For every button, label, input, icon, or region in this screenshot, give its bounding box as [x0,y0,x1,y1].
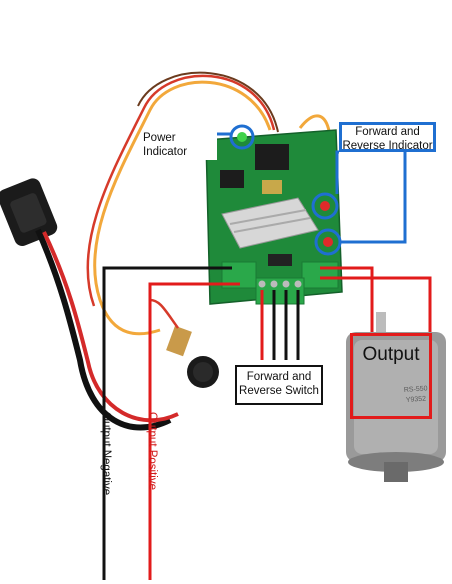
fr-indicator-line-1: Forward and [355,126,420,138]
output-negative-label: Output Negative [100,412,112,496]
forward-led [320,201,330,211]
fr-indicator-leader-2 [340,152,407,244]
fr-indicator-line-2: Reverse Indicator [342,139,433,152]
power-indicator-ring [229,124,255,150]
motor-model-text: RS-550 [404,385,428,394]
output-positive-label: Output Positive [146,412,158,490]
forward-reverse-switch-label: Forward and Reverse Switch [235,365,323,405]
forward-reverse-indicator-label: Forward and Reverse Indicator [339,122,436,152]
power-led [237,132,247,142]
signal-wire-loop-dark [137,71,279,133]
forward-indicator-ring [311,192,339,220]
output-wire-right [320,276,432,334]
signal-wire-loop-red [86,74,276,307]
dc-motor: RS-550 Y9352 [346,312,446,482]
positive-wire [148,282,240,580]
fr-switch-line-1: Forward and [246,371,312,383]
motor-code-text: Y9352 [406,396,427,404]
signal-wire-loop [93,80,272,336]
reverse-led [323,237,333,247]
power-indicator-line-1: Power [143,132,176,144]
power-indicator-label: Power Indicator [143,132,217,160]
output-wire-left [320,266,374,334]
potentiometer [166,325,219,388]
pcb-board [205,129,343,305]
pot-wires [149,298,180,329]
power-indicator-line-2: Indicator [143,145,188,158]
fr-indicator-leader [335,150,339,194]
negative-wire [102,266,232,580]
rocker-switch [0,178,179,431]
output-label: Output [350,333,432,419]
fr-switch-line-2: Reverse Switch [239,384,319,397]
